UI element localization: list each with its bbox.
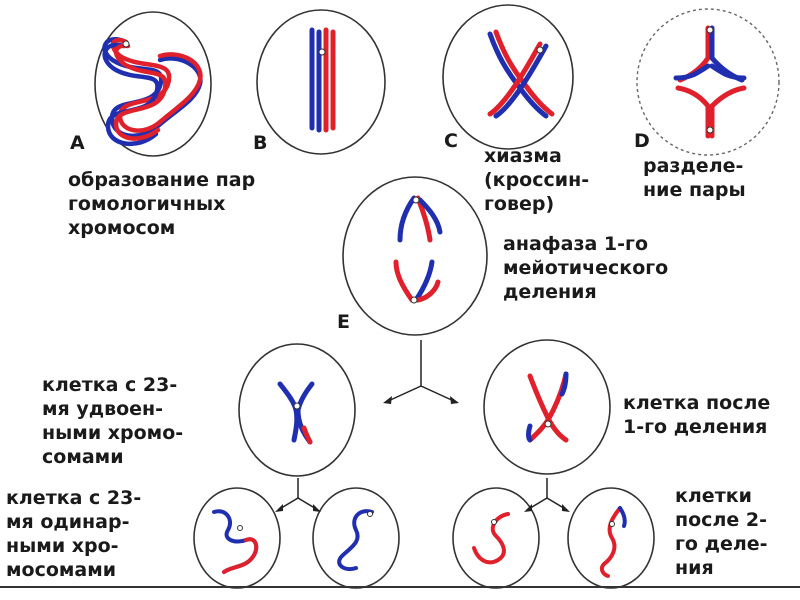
letter-a: A <box>70 132 85 154</box>
letter-c: C <box>444 130 458 152</box>
arrows <box>278 340 567 510</box>
chromosomes-c <box>490 32 552 116</box>
label-cell-23-doubled: клетка с 23- мя удвоен- ными хромо- сома… <box>42 373 183 469</box>
chromosomes-single-2 <box>339 511 372 569</box>
chromosomes-right-doubled <box>529 374 567 440</box>
cell-c-outline <box>443 5 573 149</box>
letter-b: B <box>253 132 267 154</box>
label-chiasma: хиазма (кроссин- говер) <box>484 144 589 216</box>
cell-single-1-outline <box>194 488 280 588</box>
label-cell-after-first: клетка после 1-го деления <box>623 391 770 439</box>
chromosomes-a <box>105 39 201 144</box>
cell-right-doubled-outline <box>484 340 610 474</box>
label-anaphase-1: анафаза 1-го мейотического деления <box>503 232 668 304</box>
chromosomes-single-1 <box>214 511 256 572</box>
bottom-rule <box>0 586 800 588</box>
chromosomes-e <box>396 197 440 303</box>
label-cell-23-single: клетка с 23- мя одинар- ными хро- мосома… <box>6 486 141 582</box>
label-pair-separation: разделе- ние пары <box>643 154 746 202</box>
chromosomes-left-doubled <box>280 384 312 442</box>
label-homolog-pairing: образование пар гомологичных хромосом <box>68 168 255 240</box>
letter-d: D <box>634 130 650 152</box>
letter-e: E <box>337 311 350 333</box>
label-cells-after-second: клетки после 2- го деле- ния <box>675 484 768 580</box>
chromosomes-b <box>312 30 333 130</box>
arrowheads <box>275 396 570 512</box>
chromosomes-single-3 <box>474 514 508 562</box>
chromosomes-d <box>676 27 744 136</box>
chromosomes-single-4 <box>602 508 625 576</box>
